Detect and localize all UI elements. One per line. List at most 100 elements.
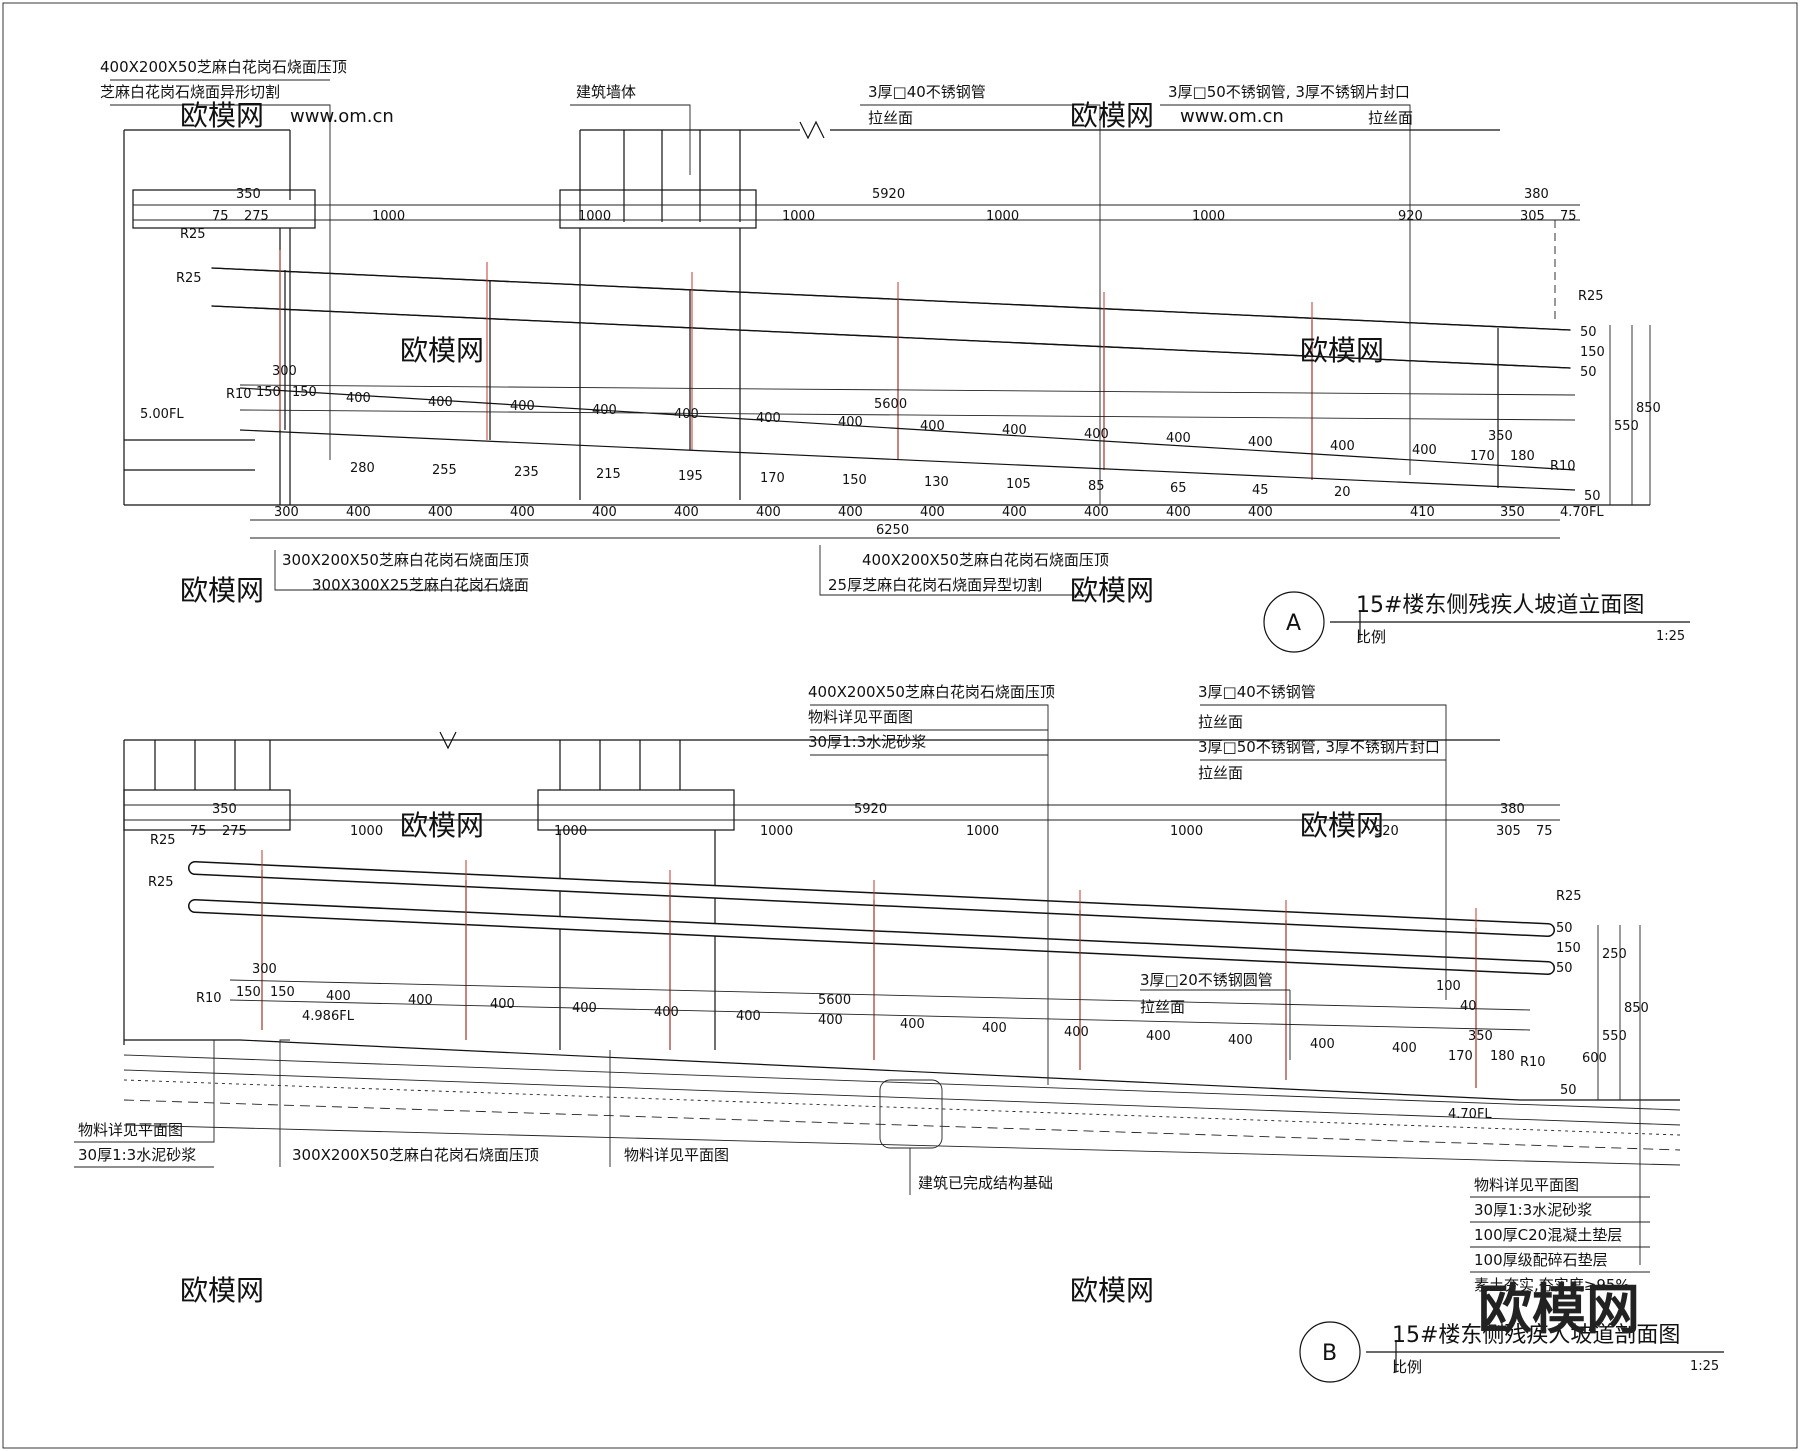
svg-text:R25: R25: [150, 833, 176, 848]
dims-left-b: 300 150 150 4.986FL: [236, 962, 355, 1024]
callout-pipe-50-b: 3厚□50不锈钢管, 3厚不锈钢片封口: [1198, 738, 1440, 756]
svg-text:275: 275: [244, 209, 269, 224]
svg-text:欧模网: 欧模网: [1300, 809, 1384, 842]
svg-text:400: 400: [510, 399, 535, 414]
svg-text:400: 400: [756, 505, 781, 520]
handrail-lower-inner-b: [189, 900, 1554, 974]
svg-text:400: 400: [1412, 443, 1437, 458]
svg-text:75: 75: [1536, 824, 1553, 839]
svg-text:400: 400: [1002, 423, 1027, 438]
svg-text:195: 195: [678, 469, 703, 484]
svg-text:1000: 1000: [1170, 824, 1203, 839]
dims-right-b: 50 150 50 250 100 40 550 600 850 50 4.70…: [1436, 921, 1649, 1122]
svg-text:350: 350: [1500, 505, 1525, 520]
svg-text:欧模网: 欧模网: [1070, 1274, 1154, 1307]
svg-text:R10: R10: [226, 387, 252, 402]
svg-text:50: 50: [1556, 961, 1573, 976]
svg-text:欧模网: 欧模网: [1300, 334, 1384, 367]
leaders-top: [570, 104, 1411, 505]
svg-text:R25: R25: [180, 227, 206, 242]
callout-pipe-50-finish: 拉丝面: [1368, 109, 1413, 127]
svg-text:1000: 1000: [578, 209, 611, 224]
title-scale-a: 1:25: [1656, 629, 1685, 644]
svg-text:400: 400: [1166, 505, 1191, 520]
svg-text:4.986FL: 4.986FL: [302, 1009, 355, 1024]
svg-text:400: 400: [736, 1009, 761, 1024]
handrail-upper-inner-b: [189, 862, 1554, 936]
columns: [279, 228, 741, 505]
svg-text:400: 400: [428, 395, 453, 410]
svg-text:400: 400: [346, 391, 371, 406]
dim-lines-right: [1609, 325, 1651, 505]
callout-material-b: 物料详见平面图: [808, 708, 913, 726]
svg-text:300: 300: [252, 962, 277, 977]
ramp-surface-b: [124, 1039, 1680, 1101]
svg-text:350: 350: [1488, 429, 1513, 444]
callout-pipe-50-finish-b: 拉丝面: [1198, 764, 1243, 782]
slope-top: [239, 387, 1576, 471]
svg-text:欧模网: 欧模网: [400, 809, 484, 842]
title-block-b: B 15#楼东侧残疾人坡道剖面图 比例 1:25: [1299, 1321, 1724, 1383]
svg-text:50: 50: [1580, 365, 1597, 380]
leaders-bottom: [274, 545, 1100, 596]
svg-text:400: 400: [900, 1017, 925, 1032]
svg-text:400: 400: [1166, 431, 1191, 446]
svg-text:1000: 1000: [372, 209, 405, 224]
svg-text:400: 400: [838, 505, 863, 520]
svg-text:105: 105: [1006, 477, 1031, 492]
svg-text:400: 400: [592, 403, 617, 418]
coping-box-left: [132, 189, 316, 229]
svg-text:400: 400: [674, 505, 699, 520]
dims-left-a: 300 150 150 5.00FL: [140, 364, 317, 422]
svg-text:50: 50: [1560, 1083, 1577, 1098]
svg-text:300: 300: [272, 364, 297, 379]
svg-text:www.om.cn: www.om.cn: [290, 106, 394, 127]
callout-right-material-b: 物料详见平面图: [1474, 1176, 1579, 1194]
svg-text:400: 400: [326, 989, 351, 1004]
svg-text:45: 45: [1252, 483, 1269, 498]
svg-text:欧模网: 欧模网: [1070, 574, 1154, 607]
svg-text:欧模网: 欧模网: [1070, 99, 1154, 132]
dims-slope-b: 400 400 400 400 400 400 400 400 400 400 …: [326, 989, 1515, 1064]
callout-paving-300: 300X300X25芝麻白花岗石烧面: [312, 576, 529, 594]
svg-text:180: 180: [1490, 1049, 1515, 1064]
svg-text:20: 20: [1334, 485, 1351, 500]
svg-text:170: 170: [1470, 449, 1495, 464]
svg-text:150: 150: [256, 385, 281, 400]
svg-text:235: 235: [514, 465, 539, 480]
svg-text:欧模网: 欧模网: [180, 1274, 264, 1307]
coping-box-mid-b: [537, 789, 735, 831]
svg-text:75: 75: [212, 209, 229, 224]
svg-text:50: 50: [1584, 489, 1601, 504]
callout-round-pipe-finish-b: 拉丝面: [1140, 998, 1185, 1016]
svg-text:150: 150: [270, 985, 295, 1000]
svg-text:400: 400: [756, 411, 781, 426]
callout-left-material-b: 物料详见平面图: [78, 1121, 183, 1139]
svg-text:400: 400: [982, 1021, 1007, 1036]
radius-labels-a: R25 R25 R25 R10 R10: [176, 227, 1604, 474]
callout-special-cut-25: 25厚芝麻白花岗石烧面异型切割: [828, 576, 1042, 594]
title-block-a: A 15#楼东侧残疾人坡道立面图 比例 1:25: [1263, 591, 1690, 653]
svg-text:R10: R10: [1520, 1055, 1546, 1070]
svg-text:www.om.cn: www.om.cn: [1180, 106, 1284, 127]
svg-text:400: 400: [1146, 1029, 1171, 1044]
svg-text:5600: 5600: [874, 397, 907, 412]
svg-text:410: 410: [1410, 505, 1435, 520]
svg-text:215: 215: [596, 467, 621, 482]
posts: [279, 250, 1499, 488]
callout-mid-material-b: 物料详见平面图: [624, 1146, 729, 1164]
dims-top-a: 350 75 275 1000 1000 1000 1000 1000 920 …: [212, 187, 1577, 224]
wall-blocks: [623, 130, 701, 222]
svg-text:400: 400: [408, 993, 433, 1008]
svg-text:400: 400: [1002, 505, 1027, 520]
soil-layer-b: [123, 1099, 1681, 1151]
svg-text:280: 280: [350, 461, 375, 476]
svg-text:400: 400: [1330, 439, 1355, 454]
svg-text:130: 130: [924, 475, 949, 490]
svg-text:400: 400: [920, 505, 945, 520]
callout-coping-400-b: 400X200X50芝麻白花岗石烧面压顶: [808, 683, 1055, 701]
columns-b: [559, 830, 716, 1050]
svg-text:400: 400: [1248, 505, 1273, 520]
